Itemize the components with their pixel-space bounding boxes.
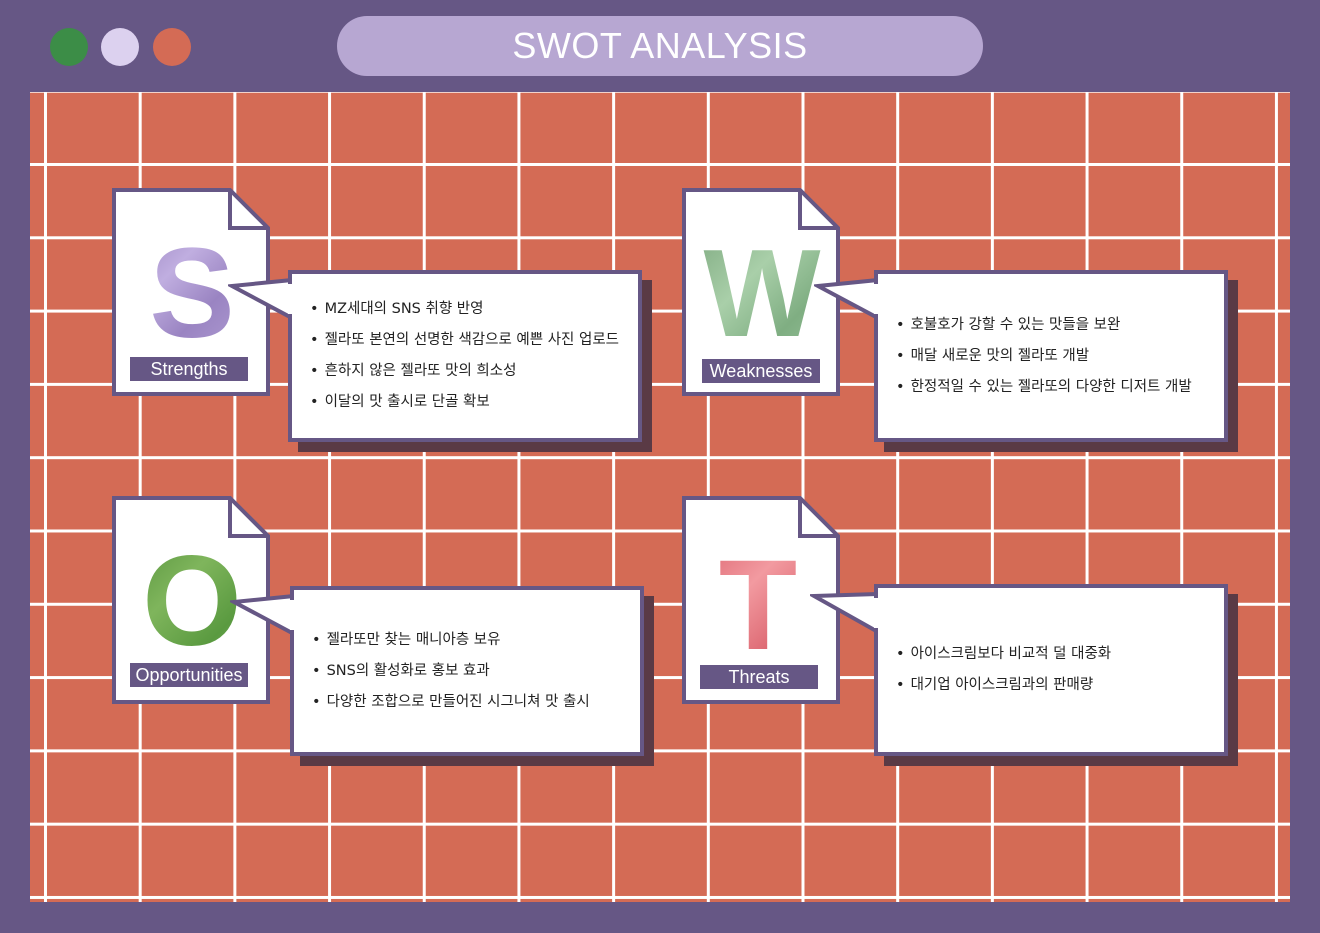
threats-item: 아이스크림보다 비교적 덜 대중화 <box>896 639 1112 670</box>
weaknesses-letter: W <box>682 232 842 356</box>
threats-tail-joint <box>874 598 880 628</box>
strengths-item: 흔하지 않은 젤라또 맛의 희소성 <box>310 356 619 387</box>
weaknesses-document-icon: W Weaknesses <box>682 188 842 398</box>
strengths-list: MZ세대의 SNS 취향 반영 젤라또 본연의 선명한 색감으로 예쁜 사진 업… <box>292 294 619 418</box>
window-dot-green[interactable] <box>50 28 88 66</box>
threats-list: 아이스크림보다 비교적 덜 대중화 대기업 아이스크림과의 판매량 <box>878 639 1112 701</box>
opportunities-tail-joint <box>290 600 296 630</box>
strengths-label: Strengths <box>130 357 248 381</box>
threats-bubble: 아이스크림보다 비교적 덜 대중화 대기업 아이스크림과의 판매량 <box>874 584 1228 756</box>
threats-letter: T <box>678 542 838 670</box>
weaknesses-item: 매달 새로운 맛의 젤라또 개발 <box>896 341 1192 372</box>
window-dot-lavender[interactable] <box>101 28 139 66</box>
weaknesses-bubble: 호불호가 강할 수 있는 맛들을 보완 매달 새로운 맛의 젤라또 개발 한정적… <box>874 270 1228 442</box>
weaknesses-item: 한정적일 수 있는 젤라또의 다양한 디저트 개발 <box>896 372 1192 403</box>
strengths-letter: S <box>112 230 272 358</box>
weaknesses-item: 호불호가 강할 수 있는 맛들을 보완 <box>896 310 1192 341</box>
opportunities-document-icon: O Opportunities <box>112 496 272 706</box>
opportunities-bubble: 젤라또만 찾는 매니아층 보유 SNS의 활성화로 홍보 효과 다양한 조합으로… <box>290 586 644 756</box>
strengths-item: 이달의 맛 출시로 단골 확보 <box>310 387 619 418</box>
opportunities-item: 다양한 조합으로 만들어진 시그니쳐 맛 출시 <box>312 687 590 718</box>
window-dot-orange[interactable] <box>153 28 191 66</box>
strengths-tail-joint <box>288 284 294 314</box>
opportunities-letter: O <box>112 538 272 666</box>
weaknesses-list: 호불호가 강할 수 있는 맛들을 보완 매달 새로운 맛의 젤라또 개발 한정적… <box>878 310 1192 403</box>
strengths-item: MZ세대의 SNS 취향 반영 <box>310 294 619 325</box>
weaknesses-label: Weaknesses <box>702 359 820 383</box>
page-title: SWOT ANALYSIS <box>337 16 983 76</box>
threats-item: 대기업 아이스크림과의 판매량 <box>896 670 1111 701</box>
threats-document-icon: T Threats <box>682 496 842 706</box>
weaknesses-tail-joint <box>874 284 880 314</box>
opportunities-item: SNS의 활성화로 홍보 효과 <box>312 656 590 687</box>
opportunities-list: 젤라또만 찾는 매니아층 보유 SNS의 활성화로 홍보 효과 다양한 조합으로… <box>294 625 590 718</box>
opportunities-label: Opportunities <box>130 663 248 687</box>
strengths-document-icon: S Strengths <box>112 188 272 398</box>
threats-label: Threats <box>700 665 818 689</box>
opportunities-item: 젤라또만 찾는 매니아층 보유 <box>312 625 590 656</box>
strengths-item: 젤라또 본연의 선명한 색감으로 예쁜 사진 업로드 <box>310 325 619 356</box>
strengths-bubble: MZ세대의 SNS 취향 반영 젤라또 본연의 선명한 색감으로 예쁜 사진 업… <box>288 270 642 442</box>
